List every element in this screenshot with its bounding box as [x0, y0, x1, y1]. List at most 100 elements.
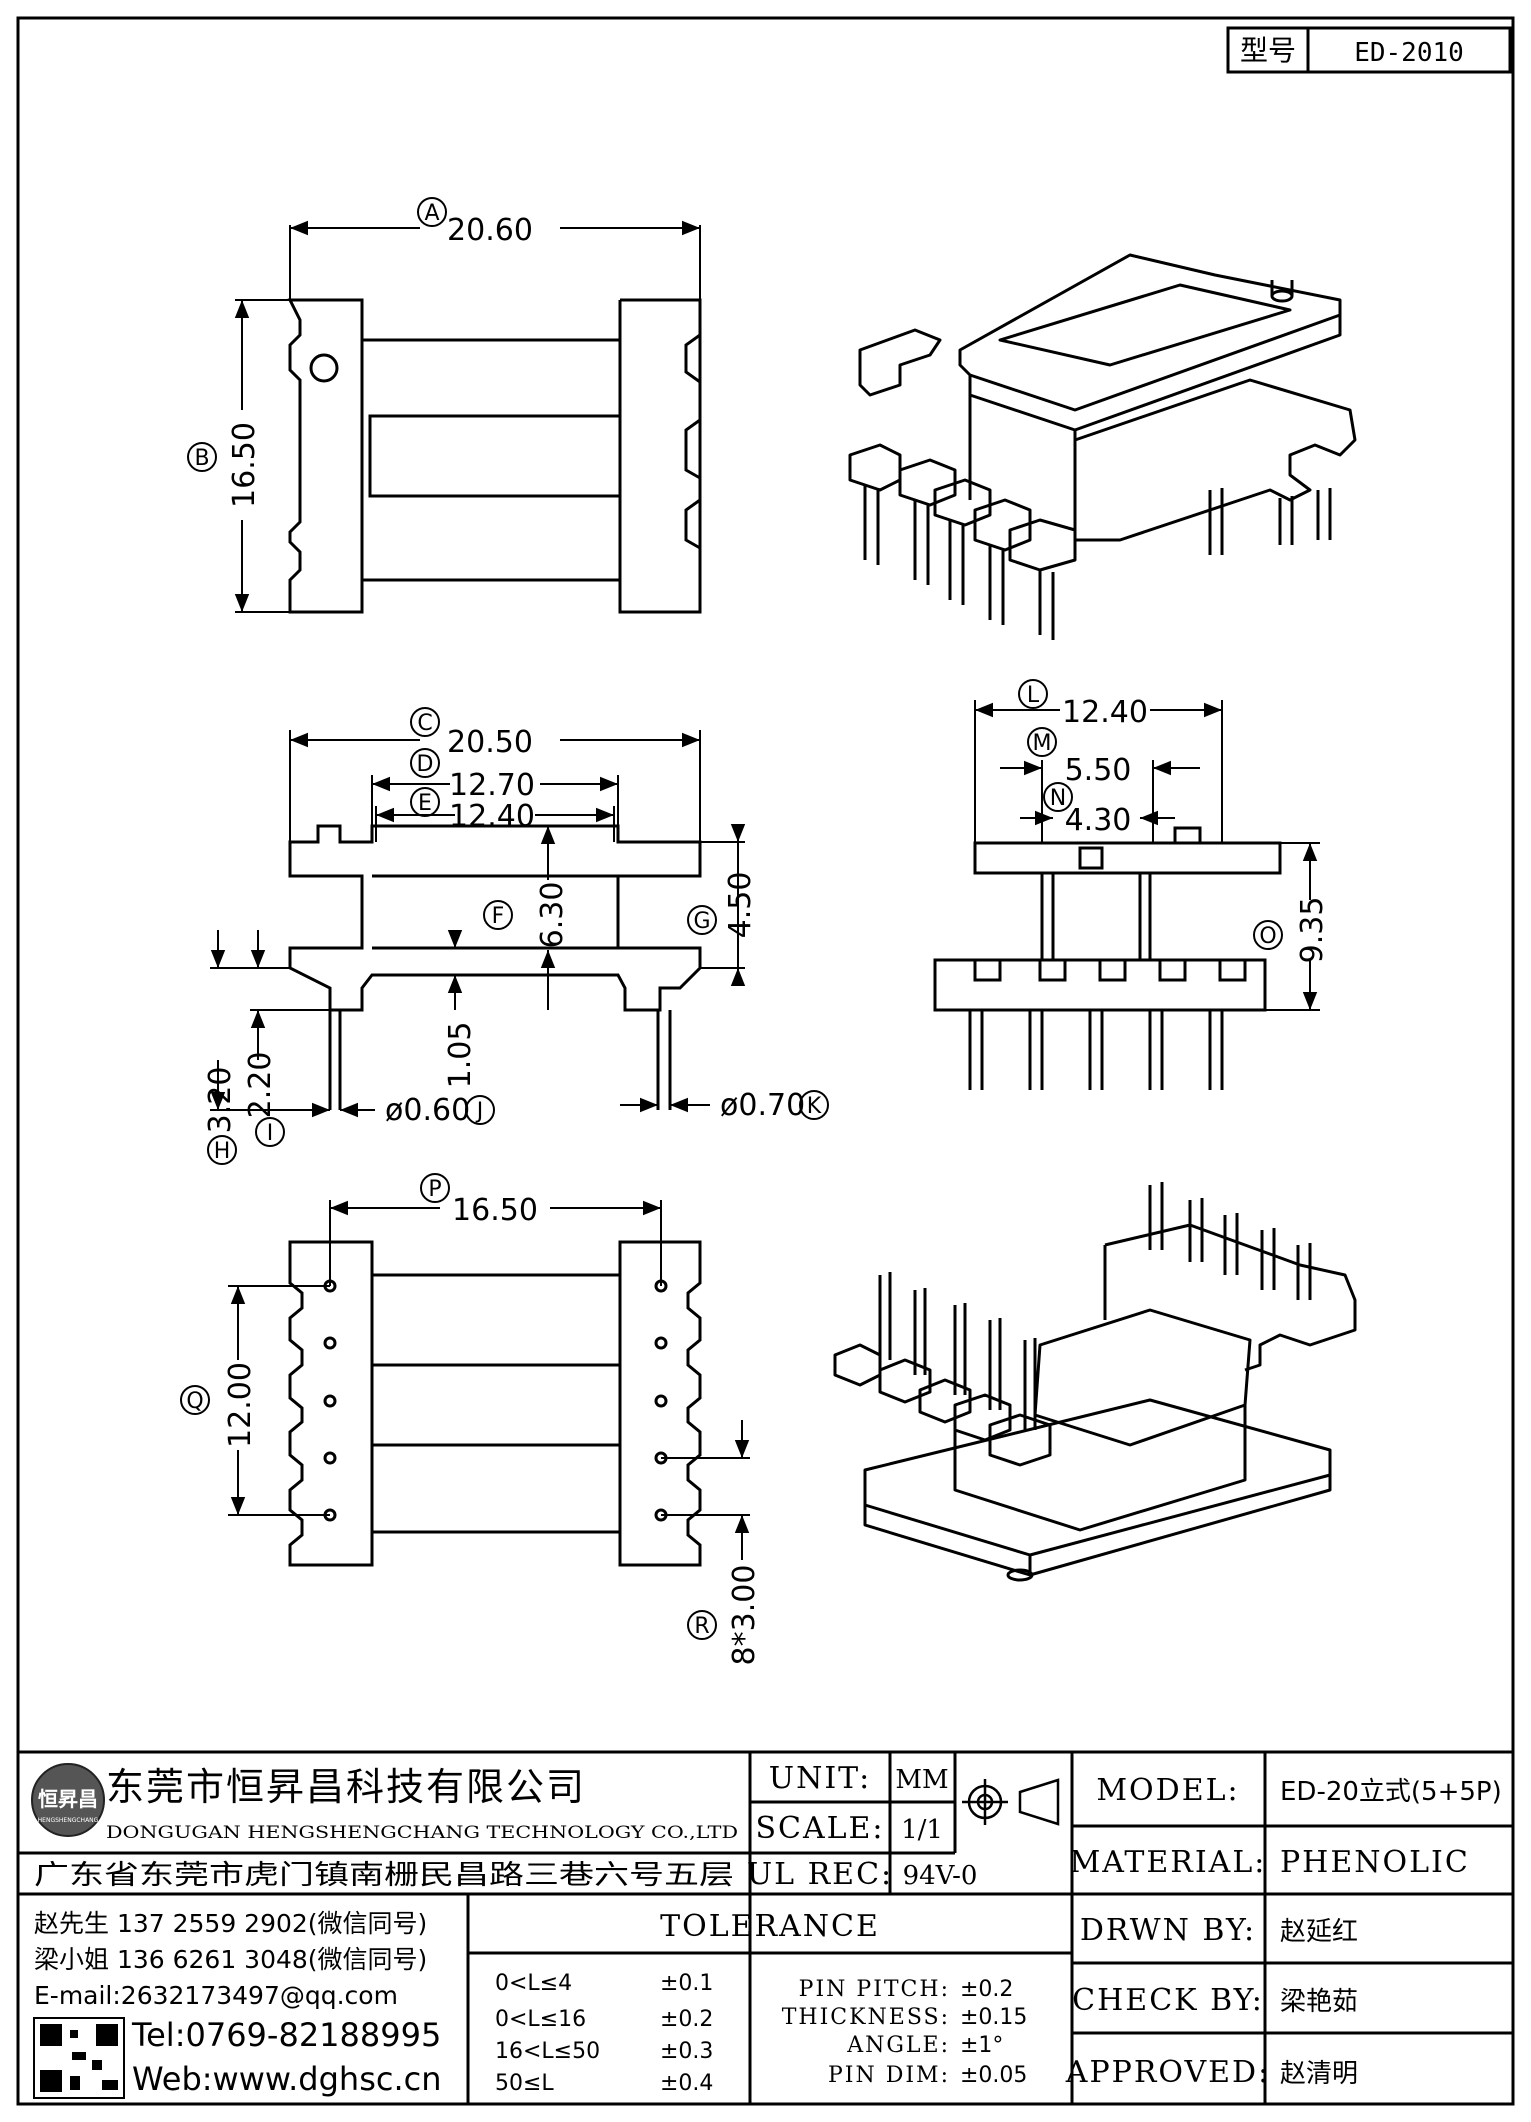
dim-k-value: ø0.70 [720, 1088, 805, 1123]
callout-b: B [194, 446, 209, 471]
dim-e-value: 12.40 [449, 799, 535, 834]
logo-text: 恒昇昌 [38, 1787, 98, 1811]
dim-mid: 1.05 [443, 930, 478, 1088]
dim-r: 8*3.00 R [661, 1420, 762, 1665]
tol-range: 50≤L [495, 2071, 554, 2096]
tol-extra-label: PIN PITCH: [799, 1977, 950, 2002]
front-view [288, 824, 702, 1110]
dim-e: 12.40 E [375, 787, 615, 842]
dim-i-value: 2.20 [243, 1052, 278, 1119]
tol-extra-label: THICKNESS: [782, 2005, 950, 2030]
projection-symbol-icon [962, 1778, 1060, 1826]
dim-h-value: 3.20 [203, 1067, 238, 1134]
callout-h: H [214, 1139, 231, 1164]
dim-n-value: 4.30 [1065, 803, 1132, 838]
contact-2: 梁小姐 136 6261 3048(微信同号) [34, 1945, 427, 1974]
tol-extra-label: PIN DIM: [828, 2063, 950, 2088]
tol-extra-value: ±1° [960, 2033, 1003, 2058]
tol-extra-value: ±0.2 [960, 1977, 1013, 2002]
tol-extra-value: ±0.15 [960, 2005, 1027, 2030]
dim-m: 5.50 M [1000, 727, 1200, 843]
tol-value: ±0.1 [660, 1971, 713, 1996]
company-name-en: DONGUGAN HENGSHENGCHANG TECHNOLOGY CO.,L… [106, 1823, 738, 1843]
tol-value: ±0.4 [660, 2071, 713, 2096]
tol-extra-value: ±0.05 [960, 2063, 1027, 2088]
contact-tel: Tel:0769-82188995 [131, 2016, 441, 2054]
callout-e: E [418, 791, 432, 816]
dim-f-value: 6.30 [535, 882, 570, 949]
check-label: CHECK BY: [1072, 1983, 1264, 2018]
callout-f: F [492, 904, 505, 929]
dim-l-value: 12.40 [1062, 695, 1148, 730]
dim-p: 16.50 P [329, 1173, 662, 1286]
callout-r: R [694, 1614, 709, 1639]
dim-b: 16.50 B [187, 299, 290, 613]
tolerance-rows: 0<L≤4 ±0.1 0<L≤16 ±0.2 16<L≤50 ±0.3 50≤L… [495, 1971, 713, 2096]
title-block [18, 1750, 1513, 2104]
tol-range: 16<L≤50 [495, 2039, 600, 2064]
dim-q: 12.00 Q [180, 1285, 330, 1516]
callout-n: N [1050, 786, 1066, 811]
check-value: 梁艳茹 [1280, 1987, 1358, 2017]
approved-label: APPROVED: [1065, 2055, 1270, 2090]
callout-p: P [428, 1177, 441, 1202]
approved-value: 赵清明 [1280, 2059, 1358, 2089]
dim-a-value: 20.60 [447, 213, 533, 248]
contact-web: Web:www.dghsc.cn [132, 2060, 442, 2098]
callout-j: J [475, 1099, 484, 1124]
tol-value: ±0.3 [660, 2039, 713, 2064]
dim-h-i: 3.20 2.20 H I [203, 930, 330, 1165]
callout-d: D [417, 752, 434, 777]
unit-value: MM [895, 1765, 948, 1795]
dim-p-value: 16.50 [452, 1193, 538, 1228]
callout-i: I [267, 1121, 274, 1146]
callout-g: G [693, 909, 710, 934]
company-name-cn: 东莞市恒昇昌科技有限公司 [106, 1765, 586, 1809]
dim-mid-value: 1.05 [443, 1022, 478, 1089]
ul-value: 94V-0 [903, 1861, 978, 1891]
tolerance-title: TOLERANCE [660, 1909, 880, 1944]
top-view [287, 298, 702, 614]
ul-label: UL REC: [747, 1857, 893, 1892]
company-address: 广东省东莞市虎门镇南栅民昌路三巷六号五层 [34, 1860, 734, 1891]
dim-m-value: 5.50 [1065, 753, 1132, 788]
isometric-view-top [848, 253, 1357, 640]
dim-j-value: ø0.60 [385, 1093, 470, 1128]
dim-a: 20.60 A [289, 197, 701, 300]
dim-g-value: 4.50 [723, 872, 758, 939]
dim-r-value: 8*3.00 [727, 1565, 762, 1666]
tol-value: ±0.2 [660, 2007, 713, 2032]
dim-c-value: 20.50 [447, 725, 533, 760]
dim-o-value: 9.35 [1295, 897, 1330, 964]
material-value: PHENOLIC [1280, 1845, 1470, 1880]
logo-sub: HENGSHENGCHANG [38, 1817, 99, 1824]
material-label: MATERIAL: [1070, 1845, 1267, 1880]
dim-n: 4.30 N [1020, 782, 1175, 838]
callout-q: Q [186, 1389, 203, 1414]
drawn-label: DRWN BY: [1080, 1913, 1256, 1948]
callout-c: C [417, 711, 432, 736]
dim-q-value: 12.00 [223, 1362, 258, 1448]
tol-range: 0<L≤4 [495, 1971, 572, 1996]
contact-1: 赵先生 137 2559 2902(微信同号) [34, 1909, 427, 1938]
dim-l: 12.40 L [974, 679, 1223, 843]
dim-o: 9.35 O [1253, 842, 1330, 1011]
company-logo: 恒昇昌 HENGSHENGCHANG [31, 1763, 105, 1837]
dim-d-value: 12.70 [449, 768, 535, 803]
dim-c: 20.50 C [289, 707, 701, 842]
tolerance-extra: PIN PITCH: ±0.2 THICKNESS: ±0.15 ANGLE: … [782, 1977, 1028, 2088]
unit-label: UNIT: [769, 1761, 871, 1796]
callout-a: A [424, 201, 439, 226]
sheet-border [16, 16, 1515, 2106]
callout-l: L [1027, 683, 1040, 708]
type-value: ED-2010 [1354, 38, 1464, 68]
model-value: ED-20立式(5+5P) [1280, 1777, 1502, 1807]
qr-code-icon [33, 2017, 125, 2099]
contact-email: E-mail:2632173497@qq.com [34, 1981, 398, 2010]
model-label: MODEL: [1096, 1773, 1239, 1808]
tol-range: 0<L≤16 [495, 2007, 586, 2032]
drawn-value: 赵延红 [1280, 1917, 1358, 1947]
dim-b-value: 16.50 [227, 422, 262, 508]
dim-f: 6.30 F [483, 826, 570, 1010]
